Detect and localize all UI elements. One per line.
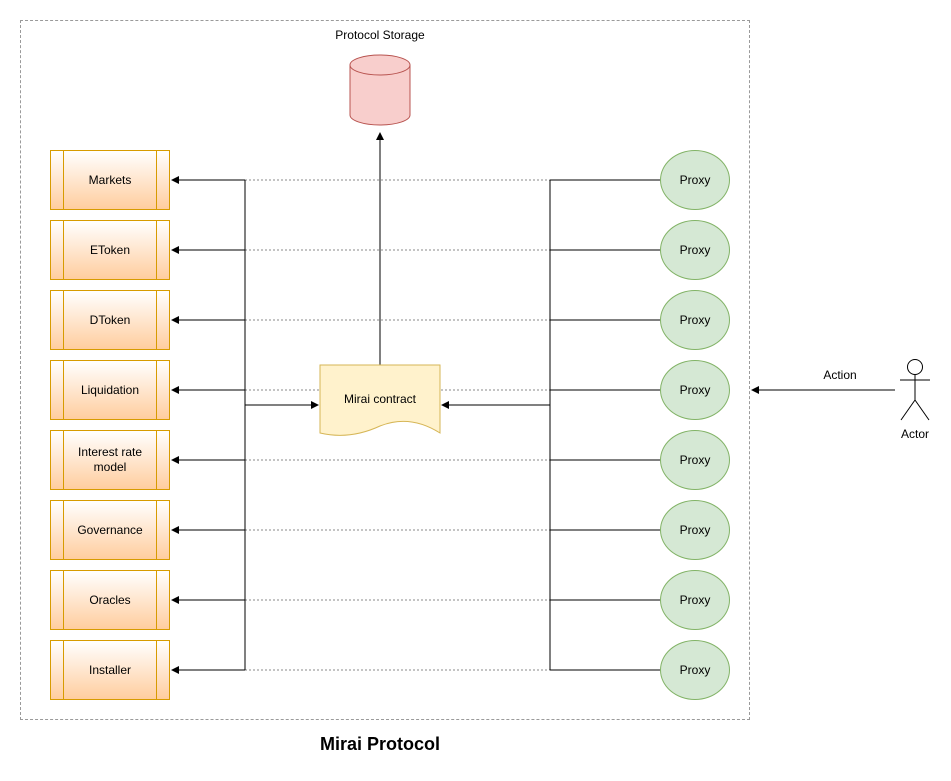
proxy-node: Proxy [660,500,730,560]
proxy-label: Proxy [679,593,711,607]
proxy-label: Proxy [679,523,711,537]
proxy-label: Proxy [679,453,711,467]
module-proxy-dotted-lines [245,179,660,671]
module-label: DToken [89,312,131,327]
module-divider [156,431,157,489]
module-divider [63,221,64,279]
proxy-node: Proxy [660,360,730,420]
module-box: EToken [50,220,170,280]
module-box: Markets [50,150,170,210]
module-label: Oracles [89,592,131,607]
module-label: Interest rate model [77,445,143,474]
module-divider [63,501,64,559]
module-divider [63,431,64,489]
actor-icon [900,359,930,421]
proxy-label: Proxy [679,383,711,397]
module-divider [63,291,64,349]
module-box: Oracles [50,570,170,630]
proxy-node: Proxy [660,290,730,350]
module-box: Governance [50,500,170,560]
module-divider [156,291,157,349]
module-divider [156,501,157,559]
proxy-node: Proxy [660,150,730,210]
protocol-storage-cylinder [349,54,411,126]
mirai-contract-label: Mirai contract [343,392,417,406]
module-box: Installer [50,640,170,700]
module-box: Interest rate model [50,430,170,490]
module-label: Markets [88,172,132,187]
protocol-boundary [20,20,750,720]
module-label: Installer [88,662,132,677]
protocol-storage-label: Protocol Storage [335,28,425,42]
module-label: Liquidation [80,382,140,397]
proxy-node: Proxy [660,570,730,630]
mirai-contract-shape [319,364,441,436]
module-divider [63,151,64,209]
contract-to-modules-bus [171,176,319,674]
action-label: Action [823,368,857,382]
module-box: DToken [50,290,170,350]
module-divider [156,571,157,629]
proxy-label: Proxy [679,663,711,677]
module-divider [156,151,157,209]
module-divider [156,221,157,279]
module-label: EToken [89,242,131,257]
proxy-label: Proxy [679,173,711,187]
module-label: Governance [77,522,143,537]
proxy-node: Proxy [660,220,730,280]
proxy-label: Proxy [679,243,711,257]
proxy-label: Proxy [679,313,711,327]
module-divider [63,361,64,419]
proxy-node: Proxy [660,430,730,490]
actor-label: Actor [900,427,929,441]
module-divider [156,361,157,419]
module-divider [63,571,64,629]
proxies-to-contract-bus [441,179,660,671]
module-divider [63,641,64,699]
module-box: Liquidation [50,360,170,420]
diagram-title: Mirai Protocol [319,734,440,754]
module-divider [156,641,157,699]
proxy-node: Proxy [660,640,730,700]
